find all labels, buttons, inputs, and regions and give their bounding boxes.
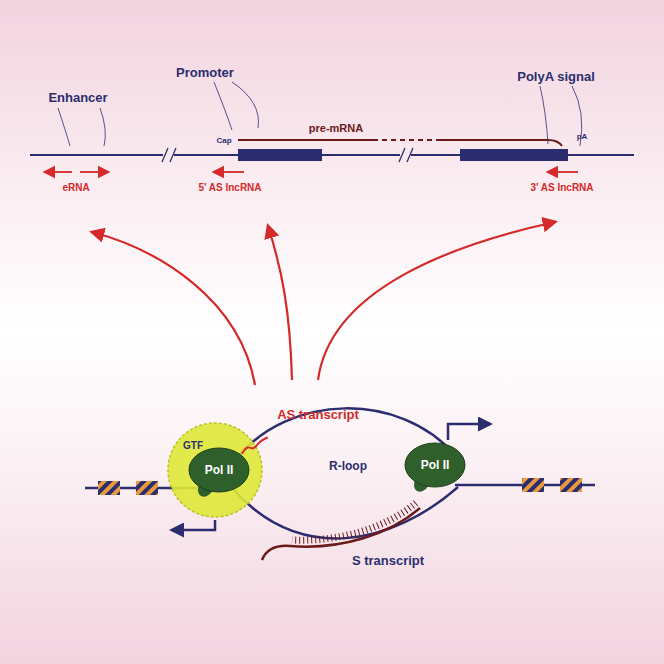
region-label: Enhancer	[48, 90, 107, 105]
pol-ii-shape	[189, 448, 249, 492]
gene-locus	[30, 148, 634, 162]
region-label: PolyA signal	[517, 69, 595, 84]
gtf-circle-shape	[168, 423, 262, 517]
curved-arrow	[268, 226, 292, 380]
pol-ii-ellipse: Pol II	[405, 443, 465, 487]
leader-line	[214, 82, 232, 130]
rna-label: eRNA	[62, 182, 89, 193]
transcript-label: pre-mRNA	[309, 122, 363, 134]
pre-mrna-line	[238, 140, 562, 146]
rna-label: 5' AS lncRNA	[198, 182, 261, 193]
pol-ii-shape	[405, 443, 465, 487]
r-loop-label: R-loop	[329, 459, 367, 473]
leader-line	[100, 108, 105, 146]
node-label: Pol II	[205, 463, 234, 477]
node-label: Pol II	[421, 458, 450, 472]
tss-arrow	[448, 424, 490, 440]
striped-box	[136, 481, 158, 495]
striped-box	[98, 481, 120, 495]
r-loop-hatch	[292, 503, 416, 540]
leader-line	[58, 108, 70, 146]
break-mark	[162, 148, 176, 162]
erna-arrow	[45, 171, 72, 173]
transcript-label: S transcript	[352, 553, 424, 568]
pol-ii-ellipse: Pol II	[189, 448, 249, 492]
dna-strand	[232, 487, 458, 538]
pre-mrna-dashed	[382, 139, 432, 141]
leader-line	[232, 82, 258, 128]
pre-mrna-line	[238, 139, 378, 141]
node-label: GTF	[183, 440, 203, 451]
s-transcript-rna	[262, 508, 420, 560]
striped-box	[560, 478, 582, 492]
curved-arrow	[92, 232, 255, 385]
region-label: Promoter	[176, 65, 234, 80]
exon	[238, 149, 322, 161]
as-transcript-rna	[242, 437, 268, 453]
gtf-circle: GTF Pol II	[167, 422, 263, 518]
pre-mrna-line	[436, 140, 562, 146]
break-mark	[399, 148, 413, 162]
tss-arrow	[172, 520, 215, 530]
dna-line	[30, 154, 163, 156]
rna-label: 3' AS lncRNA	[530, 182, 593, 193]
cap-label: Cap	[216, 136, 231, 145]
lncrna-arrow	[214, 171, 244, 173]
curved-arrow	[318, 222, 555, 380]
leader-line	[540, 86, 548, 144]
exon	[460, 149, 568, 161]
leader-lines	[58, 82, 582, 146]
striped-box	[522, 478, 544, 492]
transcript-label: AS transcript	[277, 407, 359, 422]
erna-arrow	[80, 171, 108, 173]
polya-label: pA	[577, 132, 588, 141]
lncrna-arrow	[548, 171, 578, 173]
